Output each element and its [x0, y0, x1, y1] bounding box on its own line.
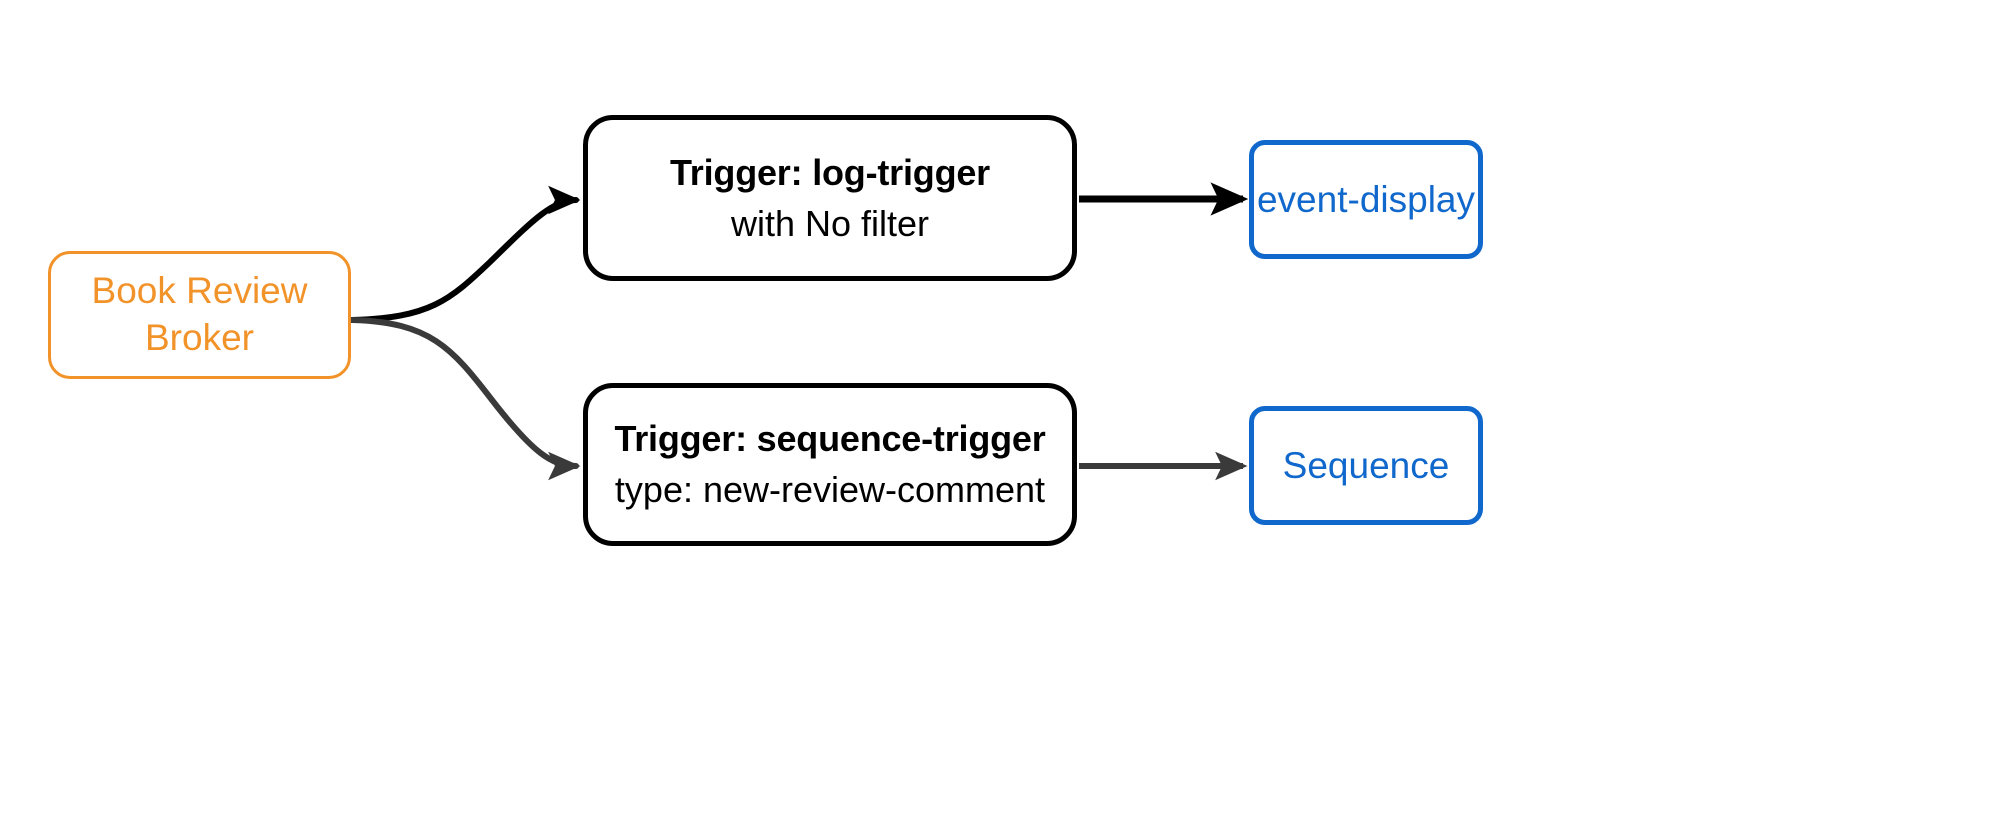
broker-label-line-1: Book Review — [91, 270, 308, 312]
node-sequence[interactable]: Sequence — [1249, 406, 1483, 525]
event-display-label: event-display — [1256, 178, 1475, 220]
trigger-log-subtitle: with No filter — [730, 202, 930, 244]
node-book-review-broker[interactable]: Book Review Broker — [48, 251, 351, 379]
node-trigger-log-trigger[interactable]: Trigger: log-trigger with No filter — [583, 115, 1077, 281]
edge-broker-to-log-trigger — [349, 185, 581, 323]
edge-broker-to-sequence-trigger — [349, 317, 581, 481]
trigger-sequence-subtitle: type: new-review-comment — [614, 469, 1046, 510]
trigger-sequence-title: Trigger: sequence-trigger — [614, 418, 1046, 459]
broker-label-line-2: Broker — [145, 317, 254, 358]
trigger-log-title: Trigger: log-trigger — [669, 151, 990, 193]
sequence-label: Sequence — [1282, 444, 1450, 486]
node-trigger-sequence-trigger[interactable]: Trigger: sequence-trigger type: new-revi… — [583, 383, 1077, 546]
node-event-display[interactable]: event-display — [1249, 140, 1483, 259]
